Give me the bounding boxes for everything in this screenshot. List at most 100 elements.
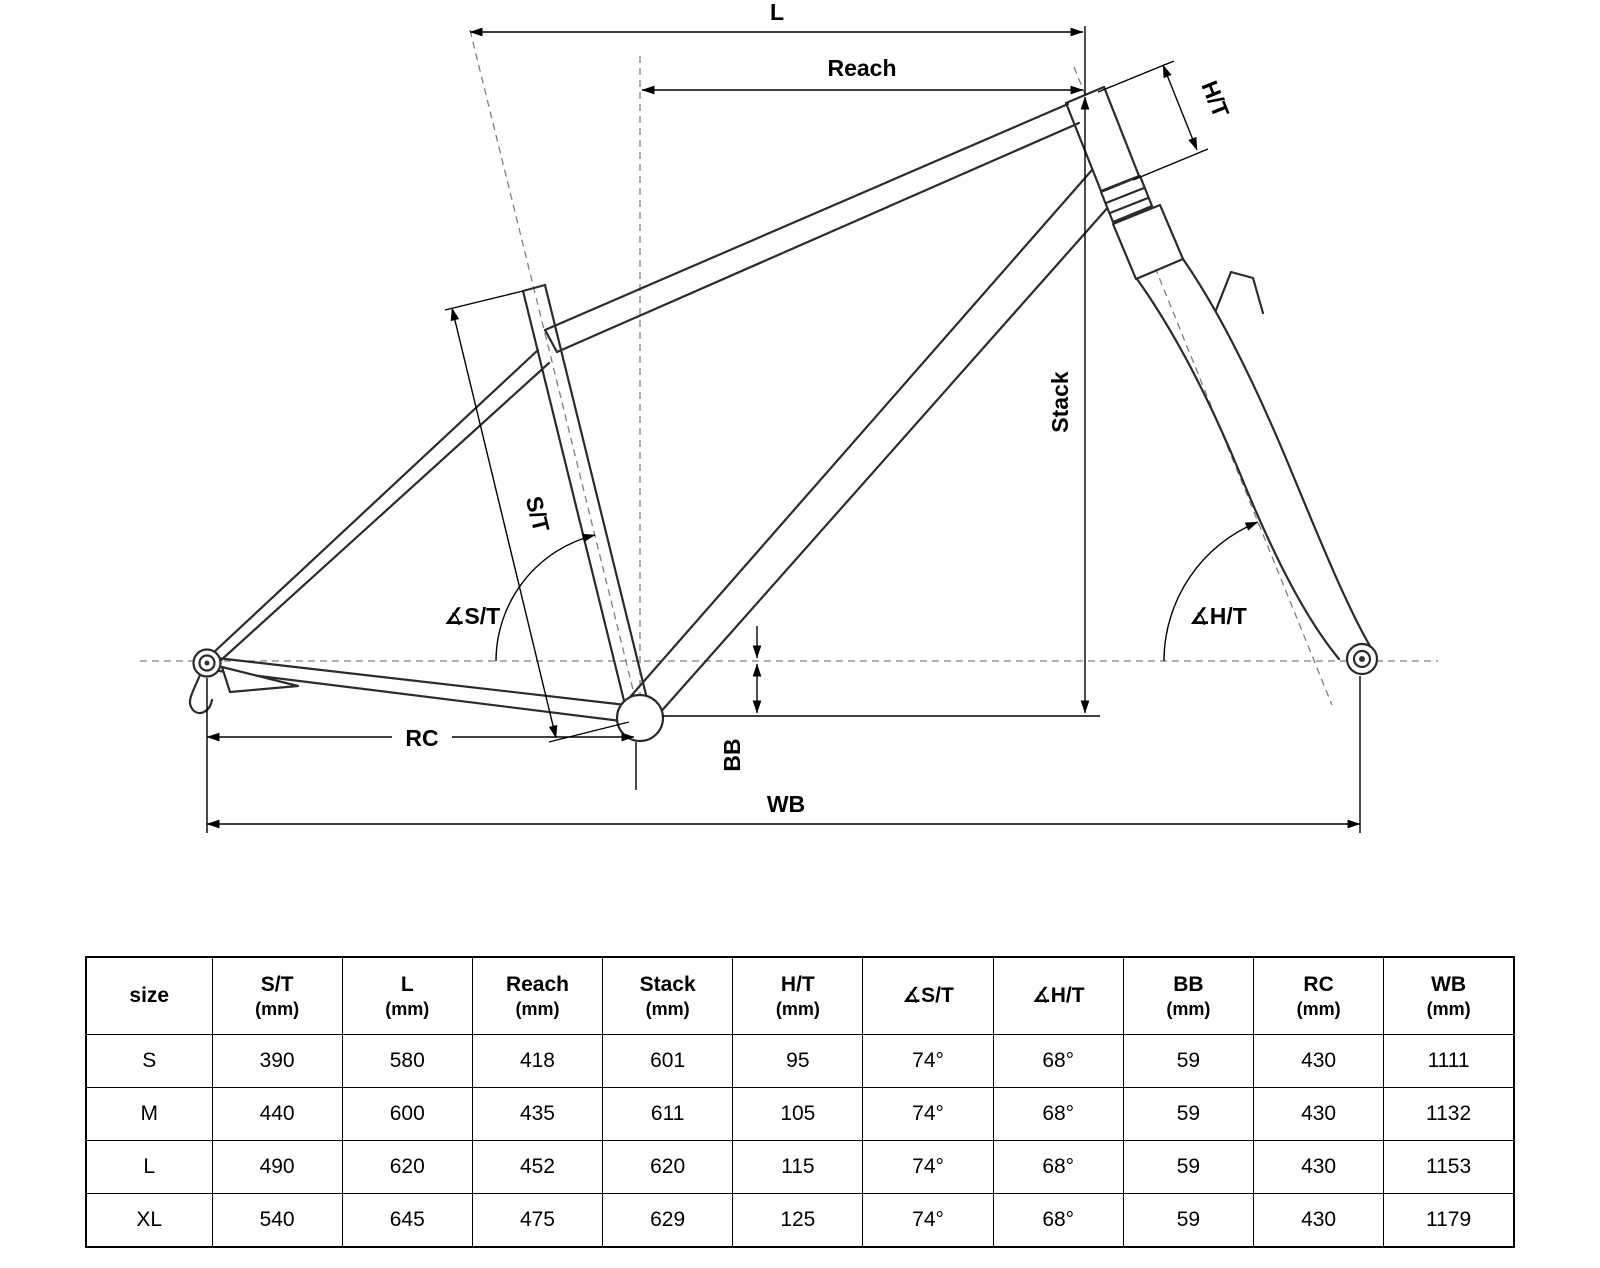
- spacer-line-2: [1108, 196, 1150, 215]
- label-bb: BB: [719, 738, 745, 771]
- label-angle-ht: ∡H/T: [1189, 603, 1247, 629]
- fork: [1099, 174, 1379, 676]
- cell: 115: [732, 1140, 864, 1194]
- cell: 68°: [992, 1193, 1124, 1248]
- table-row-size-xl: XL 540 645 475 629 125 74° 68° 59 430 11…: [85, 1193, 1515, 1248]
- dropout-plate: [220, 665, 300, 694]
- table-row-size-l: L 490 620 452 620 115 74° 68° 59 430 115…: [85, 1140, 1515, 1194]
- geometry-table-area: size S/T(mm) L(mm) Reach(mm) Stack(mm) H…: [85, 956, 1515, 1248]
- cell: 600: [341, 1087, 473, 1141]
- derailleur-hanger: [188, 673, 214, 715]
- cell: 390: [211, 1034, 343, 1088]
- cell: 74°: [862, 1087, 994, 1141]
- cell: 95: [732, 1034, 864, 1088]
- col-header-angle-st: ∡S/T: [862, 956, 994, 1035]
- col-header-angle-ht: ∡H/T: [992, 956, 1124, 1035]
- cell: 68°: [992, 1140, 1124, 1194]
- table-row-size-s: S 390 580 418 601 95 74° 68° 59 430 1111: [85, 1034, 1515, 1088]
- top-tube-upper: [543, 102, 1070, 332]
- cell: 611: [602, 1087, 734, 1141]
- cell: 430: [1252, 1087, 1385, 1141]
- cell: 59: [1122, 1087, 1255, 1141]
- bottom-bracket-shell: [615, 693, 665, 743]
- seat-tube-right: [543, 283, 653, 717]
- front-axle-center: [1359, 656, 1365, 662]
- cell: 1111: [1383, 1034, 1515, 1088]
- cell: 452: [471, 1140, 604, 1194]
- cell: 1153: [1383, 1140, 1515, 1194]
- col-header-wb: WB(mm): [1383, 956, 1515, 1035]
- cell: 105: [732, 1087, 864, 1141]
- cell: 1132: [1383, 1087, 1515, 1141]
- cell: 74°: [862, 1034, 994, 1088]
- ht-extension-top: [1097, 60, 1175, 93]
- head-tube: [1064, 85, 1141, 193]
- construction-lines: [140, 29, 1438, 736]
- label-ht: H/T: [1196, 77, 1234, 121]
- col-header-ht: H/T(mm): [732, 956, 864, 1035]
- label-angle-st: ∡S/T: [444, 603, 500, 629]
- cell: 418: [471, 1034, 604, 1088]
- col-header-reach: Reach(mm): [471, 956, 604, 1035]
- cell: 430: [1252, 1034, 1385, 1088]
- cell: 540: [211, 1193, 343, 1248]
- seat-tube-top-cap: [521, 283, 547, 293]
- label-rc: RC: [405, 725, 438, 751]
- cell: 125: [732, 1193, 864, 1248]
- cell: 430: [1252, 1193, 1385, 1248]
- cell-size: L: [85, 1140, 213, 1194]
- cell: 68°: [992, 1087, 1124, 1141]
- dim-st-arrow: [450, 307, 558, 739]
- cell: 629: [602, 1193, 734, 1248]
- cell: 440: [211, 1087, 343, 1141]
- down-tube-lower: [648, 194, 1120, 726]
- col-header-st: S/T(mm): [211, 956, 343, 1035]
- spacer-line-1: [1104, 186, 1146, 205]
- rear-axle-center: [204, 660, 210, 666]
- geometry-table-body: S 390 580 418 601 95 74° 68° 59 430 1111…: [85, 1034, 1515, 1248]
- cell: 620: [602, 1140, 734, 1194]
- col-header-size: size: [85, 956, 213, 1035]
- fork-leg-inner: [1135, 277, 1341, 661]
- cell: 620: [341, 1140, 473, 1194]
- fork-leg-outer: [1181, 257, 1375, 653]
- dimension-lines: [206, 26, 1361, 833]
- cell: 59: [1122, 1034, 1255, 1088]
- header-row: size S/T(mm) L(mm) Reach(mm) Stack(mm) H…: [85, 956, 1515, 1035]
- col-header-rc: RC(mm): [1252, 956, 1385, 1035]
- cell: 430: [1252, 1140, 1385, 1194]
- cell: 59: [1122, 1193, 1255, 1248]
- frame-geometry-diagram: L Reach H/T Stack S/T ∡S/T ∡H/T RC BB WB: [140, 0, 1438, 833]
- cell: 475: [471, 1193, 604, 1248]
- label-reach: Reach: [827, 55, 896, 81]
- cell-size: M: [85, 1087, 213, 1141]
- label-l: L: [770, 0, 784, 25]
- cell: 59: [1122, 1140, 1255, 1194]
- fork-brake-mount: [1214, 270, 1265, 315]
- head-angle-arc: [1163, 521, 1259, 662]
- frame-outline: [188, 85, 1141, 743]
- col-header-l: L(mm): [341, 956, 473, 1035]
- label-st: S/T: [521, 494, 555, 535]
- col-header-stack: Stack(mm): [602, 956, 734, 1035]
- cell: 1179: [1383, 1193, 1515, 1248]
- ht-extension-bottom: [1132, 148, 1209, 181]
- table-row-size-m: M 440 600 435 611 105 74° 68° 59 430 113…: [85, 1087, 1515, 1141]
- label-wb: WB: [767, 791, 805, 817]
- cell: 74°: [862, 1193, 994, 1248]
- label-stack: Stack: [1047, 371, 1073, 433]
- cell: 435: [471, 1087, 604, 1141]
- cell-size: S: [85, 1034, 213, 1088]
- top-tube-cap: [543, 328, 559, 354]
- cell-size: XL: [85, 1193, 213, 1248]
- cell: 580: [341, 1034, 473, 1088]
- st-extension-bottom: [548, 721, 630, 743]
- cell: 645: [341, 1193, 473, 1248]
- chain-stay-lower: [217, 669, 631, 724]
- geometry-table-header: size S/T(mm) L(mm) Reach(mm) Stack(mm) H…: [85, 956, 1515, 1035]
- cell: 74°: [862, 1140, 994, 1194]
- dim-ht-arrow: [1162, 64, 1198, 151]
- cell: 68°: [992, 1034, 1124, 1088]
- cell: 490: [211, 1140, 343, 1194]
